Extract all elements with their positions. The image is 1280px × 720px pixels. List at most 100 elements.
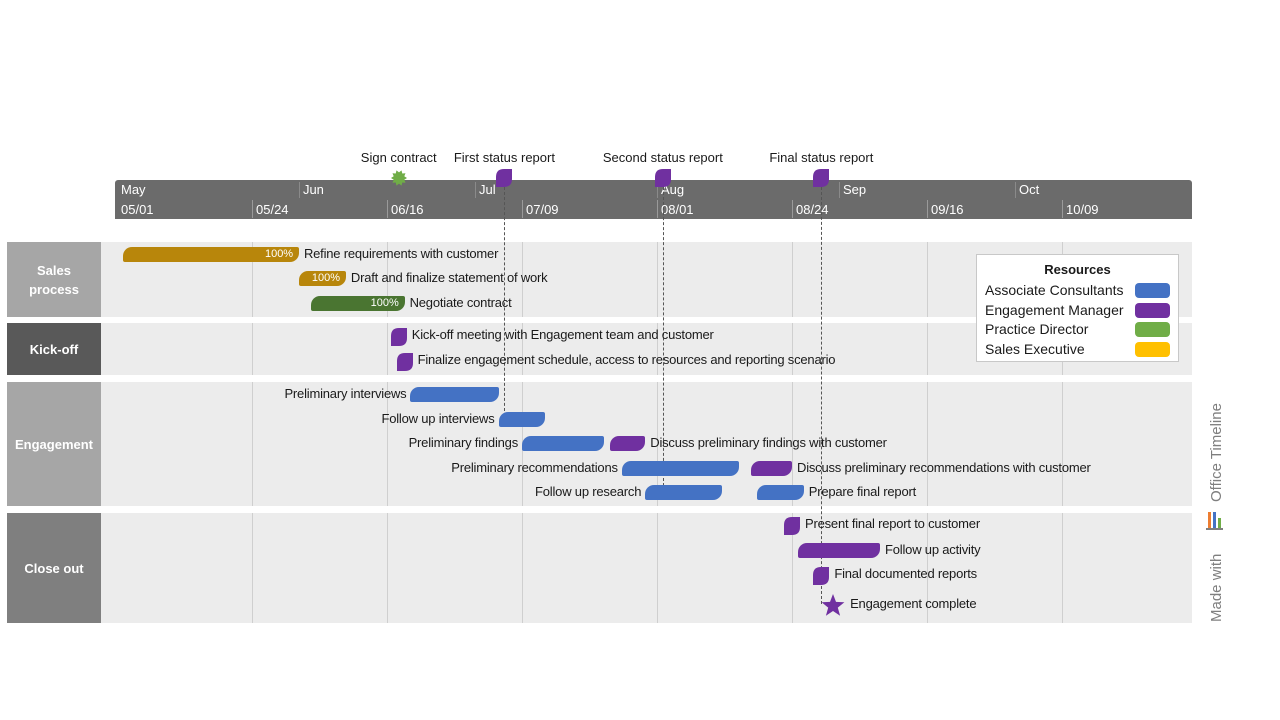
milestone-label: First status report <box>453 150 555 165</box>
milestone-dashed-line <box>504 187 506 421</box>
date-separator <box>1062 200 1063 218</box>
task-bar <box>621 461 740 476</box>
task-milestone-icon <box>396 353 413 371</box>
month-label: Jun <box>302 182 324 197</box>
milestone-label: Second status report <box>602 150 723 165</box>
milestone-dashed-line <box>821 187 823 604</box>
task-milestone-icon <box>784 517 800 535</box>
task-label: Final documented reports <box>834 566 977 581</box>
task-bar <box>310 296 405 311</box>
task-label: Follow up activity <box>885 542 981 557</box>
task-bar <box>522 436 605 451</box>
task-label: Finalize engagement schedule, access to … <box>417 352 836 367</box>
month-separator <box>475 182 477 198</box>
gridline <box>522 242 523 317</box>
task-label: Engagement complete <box>850 596 977 611</box>
gridline <box>657 323 658 375</box>
gridline <box>387 242 388 317</box>
gridline <box>252 242 253 317</box>
gridline <box>792 242 793 317</box>
legend-swatch <box>1135 341 1170 357</box>
date-separator <box>387 200 388 218</box>
legend-swatch <box>1135 302 1170 318</box>
gridline <box>1062 513 1063 623</box>
task-bar <box>797 543 881 558</box>
office-timeline-watermark: Made with Office Timeline <box>1206 403 1225 622</box>
month-separator <box>298 182 300 198</box>
month-separator <box>657 182 658 198</box>
task-milestone-icon <box>390 328 407 346</box>
gridline <box>927 513 928 623</box>
task-label: Draft and finalize statement of work <box>350 270 548 285</box>
date-tick-label: 05/01 <box>121 202 154 217</box>
gridline <box>387 382 388 506</box>
date-separator <box>927 200 928 218</box>
date-tick-label: 05/24 <box>256 202 289 217</box>
sign-contract-milestone-icon <box>390 170 407 186</box>
date-tick-label: 08/24 <box>796 202 829 217</box>
gridline <box>1062 382 1063 506</box>
date-separator <box>792 200 793 218</box>
watermark-brand-text: Office Timeline <box>1208 403 1225 502</box>
legend-item-label: Sales Executive <box>985 340 1085 357</box>
status-report-milestone-icon <box>813 169 830 187</box>
task-label: Kick-off meeting with Engagement team an… <box>411 327 714 342</box>
gridline <box>792 382 793 506</box>
status-report-milestone-icon <box>654 169 671 187</box>
gridline <box>792 513 793 623</box>
legend-swatch <box>1135 322 1170 337</box>
date-separator <box>522 200 523 218</box>
swimlane-close-out-label: Close out <box>7 513 101 623</box>
watermark-made-with: Made with <box>1208 554 1225 622</box>
swimlane-engagement-background <box>101 382 1192 506</box>
legend-item-label: Practice Director <box>985 321 1089 337</box>
gridline <box>927 242 928 317</box>
task-bar <box>750 461 792 476</box>
date-separator <box>252 200 253 218</box>
task-bar <box>645 485 722 500</box>
month-label: Oct <box>1019 182 1040 197</box>
month-label: Jul <box>479 182 496 197</box>
gridline <box>387 513 388 623</box>
gridline <box>792 323 793 375</box>
month-label: May <box>121 182 146 197</box>
engagement-complete-star-icon <box>821 594 845 616</box>
date-separator <box>657 200 658 218</box>
task-label: Preliminary recommendations <box>451 460 618 475</box>
task-label: Follow up research <box>535 484 642 499</box>
task-bar <box>610 436 646 451</box>
milestone-label: Final status report <box>769 150 874 165</box>
task-percent-complete: 100% <box>264 248 294 260</box>
task-label: Present final report to customer <box>805 516 980 531</box>
task-bar <box>122 247 299 262</box>
date-header <box>115 199 1192 219</box>
task-label: Negotiate contract <box>409 295 512 310</box>
task-milestone-icon <box>813 567 830 585</box>
task-percent-complete: 100% <box>311 272 341 284</box>
task-label: Preliminary interviews <box>284 386 407 401</box>
legend-swatch <box>1135 283 1170 298</box>
date-tick-label: 08/01 <box>661 202 694 217</box>
office-timeline-logo-icon <box>1206 512 1223 530</box>
milestone-dashed-line <box>662 187 664 496</box>
swimlane-close-out-background <box>101 513 1192 623</box>
swimlane-engagement-label: Engagement <box>7 382 101 506</box>
status-report-milestone-icon <box>496 169 513 187</box>
milestone-label: Sign contract <box>360 150 437 165</box>
month-separator <box>838 182 840 198</box>
gridline <box>657 513 658 623</box>
gridline <box>927 323 928 375</box>
task-label: Prepare final report <box>808 484 917 499</box>
gridline <box>657 242 658 317</box>
task-label: Refine requirements with customer <box>303 246 499 261</box>
task-label: Preliminary findings <box>408 435 519 450</box>
task-bar <box>756 485 804 500</box>
gridline <box>387 323 388 375</box>
date-tick-label: 10/09 <box>1066 202 1099 217</box>
month-header <box>115 180 1192 199</box>
legend-item-label: Engagement Manager <box>985 301 1124 318</box>
date-tick-label: 06/16 <box>391 202 424 217</box>
gridline <box>522 513 523 623</box>
task-label: Discuss preliminary findings with custom… <box>650 435 887 450</box>
